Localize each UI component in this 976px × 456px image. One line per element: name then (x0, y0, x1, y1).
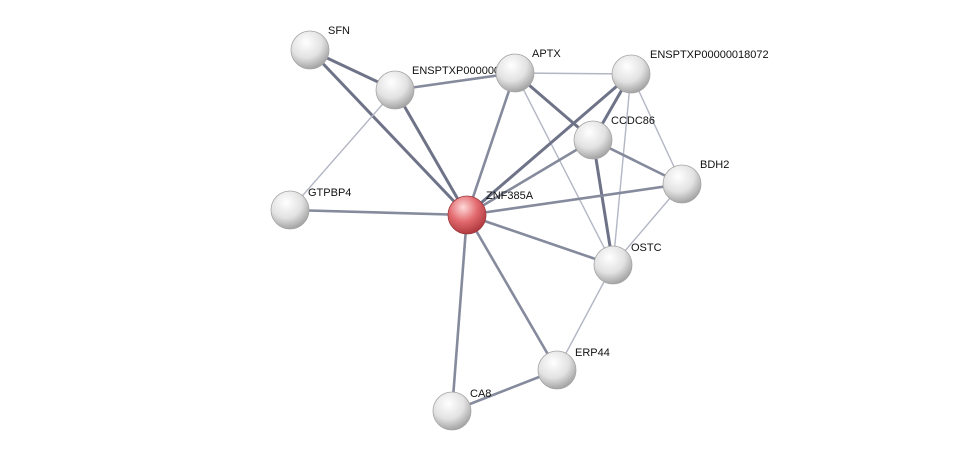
node-ostc[interactable] (593, 245, 633, 285)
edge-znf385a-ostc[interactable] (466, 213, 614, 267)
node-ca8[interactable] (432, 391, 472, 431)
node-label-erp44: ERP44 (575, 347, 610, 359)
edge-aptx-ostc[interactable] (514, 72, 614, 266)
node-label-znf385a: ZNF385A (486, 190, 534, 202)
edge-ensp1-znf385a[interactable] (393, 89, 469, 216)
node-znf385a[interactable] (447, 195, 487, 235)
node-ccdc86[interactable] (573, 120, 613, 160)
edge-aptx-znf385a[interactable] (465, 72, 517, 216)
node-erp44[interactable] (537, 350, 577, 390)
node-label-ostc: OSTC (631, 242, 662, 254)
node-sfn[interactable] (290, 30, 330, 70)
edge-ensp18072-bdh2[interactable] (630, 73, 683, 185)
node-label-aptx: APTX (532, 48, 561, 60)
node-label-sfn: SFN (328, 25, 350, 37)
node-label-gtpbp4: GTPBP4 (308, 187, 351, 199)
node-ensp1[interactable] (375, 70, 415, 110)
node-gtpbp4[interactable] (270, 190, 310, 230)
edge-znf385a-ca8[interactable] (450, 214, 469, 412)
node-ensp18072[interactable] (611, 54, 651, 94)
node-label-bdh2: BDH2 (700, 159, 729, 171)
edge-ensp18072-ostc[interactable] (612, 73, 632, 266)
node-bdh2[interactable] (662, 164, 702, 204)
edge-gtpbp4-znf385a[interactable] (289, 208, 468, 217)
node-label-ccdc86: CCDC86 (611, 115, 655, 127)
edge-znf385a-erp44[interactable] (465, 214, 559, 371)
edge-ccdc86-ostc[interactable] (591, 139, 615, 266)
edge-ensp1-aptx[interactable] (394, 71, 516, 92)
edge-bdh2-znf385a[interactable] (466, 182, 683, 217)
edge-ensp18072-znf385a[interactable] (466, 72, 632, 217)
node-label-ca8: CA8 (470, 388, 491, 400)
node-aptx[interactable] (495, 53, 535, 93)
node-label-ensp18072: ENSPTXP00000018072 (650, 49, 769, 61)
edge-ensp1-gtpbp4[interactable] (289, 89, 396, 211)
edge-sfn-znf385a[interactable] (308, 48, 469, 217)
edge-ostc-erp44[interactable] (556, 264, 614, 371)
edge-ccdc86-znf385a[interactable] (466, 138, 594, 217)
